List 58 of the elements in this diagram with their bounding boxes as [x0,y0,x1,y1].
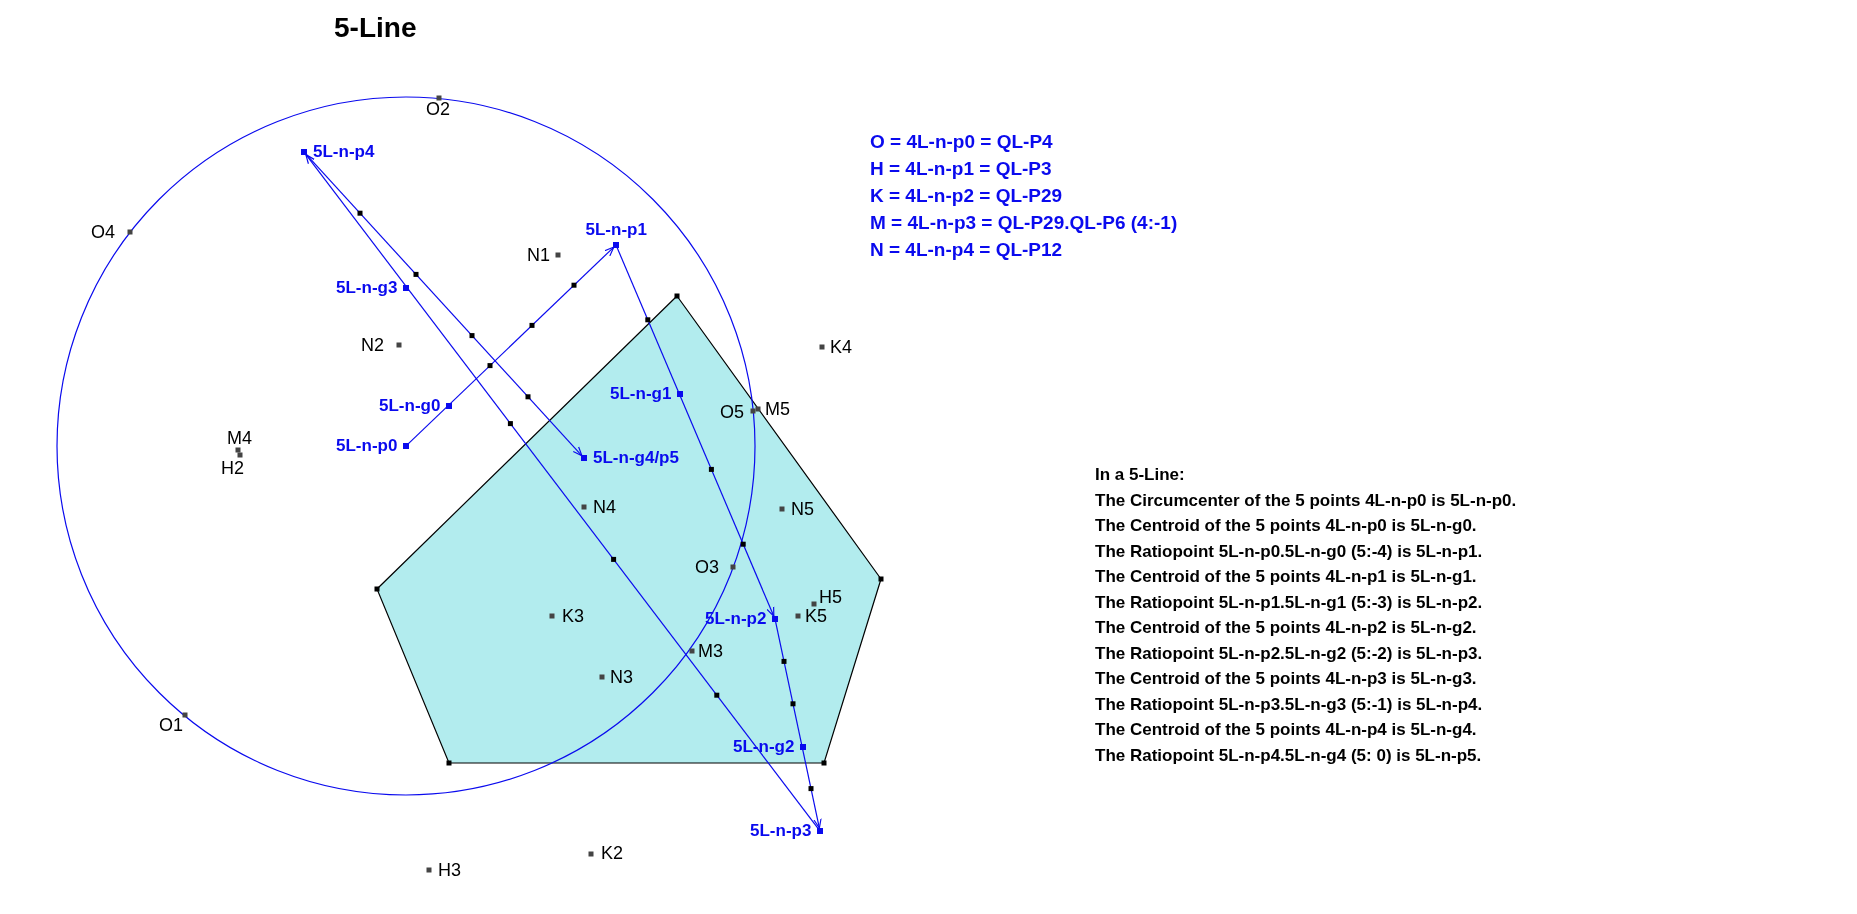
arrow [305,153,819,830]
arrow [616,247,775,617]
construction-point [336,436,410,456]
point-label: M4 [227,428,252,448]
note-line: The Centroid of the 5 points 4L-n-p0 is 5L-n-g0. [1095,515,1478,537]
note-line: The Ratiopoint 5L-n-p0.5L-n-g0 (5:-4) is 5L-n-p1. [1095,540,1484,563]
point-label: H3 [438,860,461,880]
note-line: The Centroid of the 5 points 4L-n-p3 is 5L-n-g3. [1095,668,1478,690]
point-label: 5L-n-g3 [336,278,398,298]
note-line: The Ratiopoint 5L-n-p1.5L-n-g1 (5:-3) is 5L-n-p2. [1095,591,1484,614]
arrow [407,246,615,445]
point-label: 5L-n-p3 [750,821,812,841]
point-label: N2 [361,335,384,355]
point-label: K2 [601,843,624,863]
point-label: O3 [695,557,719,577]
point-label: O2 [426,99,450,119]
arrow [775,621,822,829]
point-label: K5 [805,606,828,626]
note-line: The Ratiopoint 5L-n-p4.5L-n-g4 (5: 0) is 5L-n-p5. [1095,744,1483,767]
point-label: H2 [221,458,244,478]
note-line: The Centroid of the 5 points 4L-n-p4 is 5L-n-g4. [1095,719,1478,741]
title: 5-Line [334,12,417,44]
point-label: O1 [159,715,183,735]
point-label: 5L-n-p0 [336,436,398,456]
note-line: The Centroid of the 5 points 4L-n-p2 is 5L-n-g2. [1095,617,1478,639]
arrow [305,153,583,457]
point-label: 5L-n-g0 [379,396,441,416]
construction-point [610,384,684,404]
definition-line: M = 4L-n-p3 = QL-P29.QL-P6 (4:-1) [870,211,1178,235]
definition-line: H = 4L-n-p1 = QL-P3 [870,157,1053,181]
note-line: The Ratiopoint 5L-n-p2.5L-n-g2 (5:-2) is 5L-n-p3. [1095,642,1484,665]
point-label: 5L-n-g1 [610,384,672,404]
point-label: N1 [527,245,550,265]
note-heading: In a 5-Line: [1095,464,1186,486]
definition-line: O = 4L-n-p0 = QL-P4 [870,130,1054,154]
point-label: M5 [765,399,790,419]
construction-point [379,396,453,416]
point-label: K3 [562,606,585,626]
point-label: O5 [720,402,744,422]
definition-line: N = 4L-n-p4 = QL-P12 [870,238,1064,262]
point-label: 5L-n-g4/p5 [593,448,679,468]
note-line: The Circumcenter of the 5 points 4L-n-p0 is 5L-n-p0. [1095,489,1517,512]
point-label: 5L-n-p4 [313,142,375,162]
point-label: O4 [91,222,115,242]
note-line: The Ratiopoint 5L-n-p3.5L-n-g3 (5:-1) is 5L-n-p4. [1095,693,1484,716]
definition-line: K = 4L-n-p2 = QL-P29 [870,184,1064,208]
point-label: K4 [830,337,853,357]
construction-point [585,220,647,248]
point-label: M3 [698,641,723,661]
point-label: N3 [610,667,633,687]
construction-point [750,821,824,841]
construction-point [336,278,410,298]
construction-point [301,142,375,162]
point-label: H5 [819,587,842,607]
point-label: N4 [593,497,616,517]
note-line: The Centroid of the 5 points 4L-n-p1 is 5L-n-g1. [1095,566,1478,588]
point-label: N5 [791,499,814,519]
point-label: 5L-n-p1 [585,220,647,240]
